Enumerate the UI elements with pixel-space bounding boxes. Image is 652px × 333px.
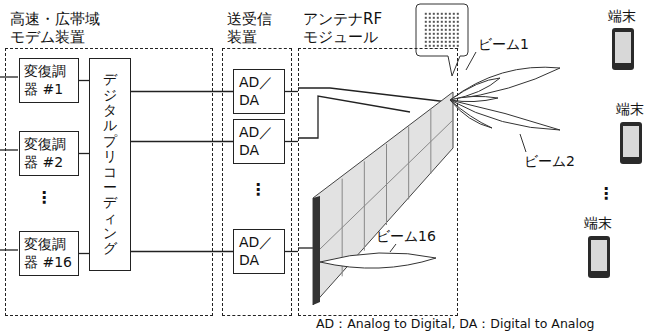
adda-box: AD／DA [233, 69, 285, 114]
signal-line [79, 253, 89, 254]
array-callout [416, 4, 468, 76]
antenna-panel [313, 92, 453, 305]
beam-label: ビーム2 [524, 153, 575, 170]
signal-line [131, 141, 233, 142]
signal-line [79, 153, 89, 154]
terminal-phones [588, 28, 642, 278]
box-label: 変復調器 #16 [24, 236, 74, 271]
ellipsis: ⋮ [598, 184, 614, 203]
box-label: 変復調器 #1 [24, 63, 74, 98]
modem-box: 変復調器 #16 [19, 231, 79, 276]
beam-label: ビーム1 [478, 36, 529, 53]
ellipsis: ⋮ [250, 180, 266, 199]
group-heading: 高速・広帯域 モデム装置 [10, 10, 110, 46]
abbreviation-note: AD：Analog to Digital, DA：Digital to Anal… [316, 316, 650, 331]
modem-box: 変復調器 #2 [19, 131, 79, 176]
group-heading: 送受信 装置 [227, 10, 279, 46]
terminal-label: 端末 [608, 8, 636, 25]
terminal-label: 端末 [584, 215, 612, 232]
terminal-label: 端末 [616, 101, 644, 118]
box-label: デジタル プリコーディング [103, 72, 117, 257]
signal-line [79, 80, 89, 81]
modem-box: 変復調器 #1 [19, 58, 79, 103]
box-label: AD／DA [239, 74, 279, 109]
adda-box: AD／DA [233, 229, 285, 274]
beam-label: ビーム16 [376, 228, 436, 245]
box-label: 変復調器 #2 [24, 136, 74, 171]
box-label: AD／DA [239, 124, 279, 159]
leader-lines [390, 52, 526, 252]
box-label: AD／DA [239, 234, 279, 269]
ellipsis: ⋮ [36, 188, 52, 207]
adda-box: AD／DA [233, 119, 285, 164]
antenna-module-group: アンテナRF モジュール [298, 48, 458, 316]
precoding-box: デジタル プリコーディング [89, 58, 131, 271]
signal-line [131, 91, 233, 92]
signal-line [131, 251, 233, 252]
group-heading: アンテナRF モジュール [303, 10, 395, 46]
input-stubs [0, 77, 18, 250]
modem-group: 高速・広帯域 モデム装置変復調器 #1変復調器 #2変復調器 #16デジタル プ… [5, 48, 213, 316]
